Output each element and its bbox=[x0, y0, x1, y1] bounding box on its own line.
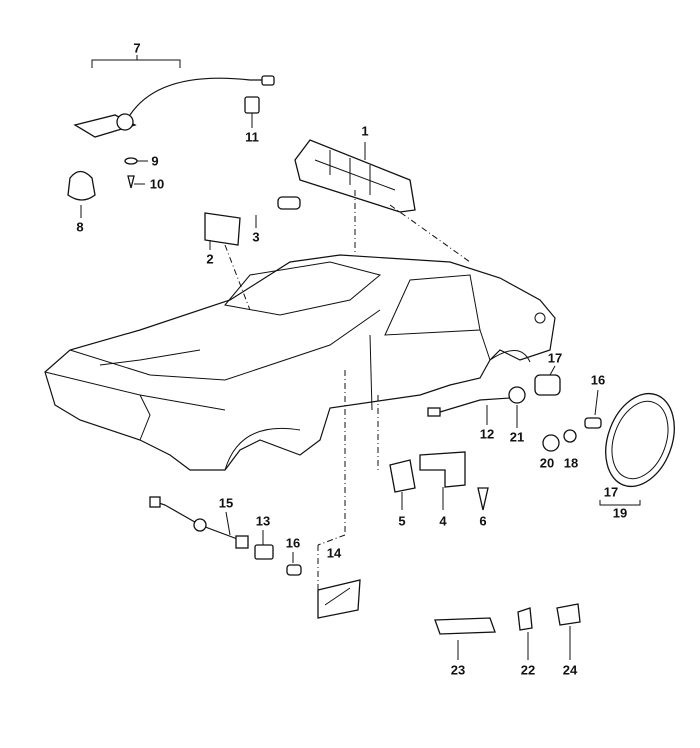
part-21-grommet bbox=[508, 386, 526, 404]
car-body bbox=[44, 254, 556, 471]
label-4: 4 bbox=[439, 513, 447, 529]
label-22: 22 bbox=[520, 662, 536, 678]
part-2-lamp bbox=[204, 212, 241, 246]
part-16-bulb bbox=[584, 417, 602, 429]
part-4-switch bbox=[419, 451, 466, 488]
part-9-washer bbox=[124, 157, 138, 165]
part-23-lens bbox=[434, 617, 496, 635]
part-12-cable bbox=[439, 397, 511, 413]
part-1-interior-lamp bbox=[294, 139, 471, 263]
label-10: 10 bbox=[149, 176, 165, 192]
part-10-screw bbox=[127, 175, 135, 189]
label-17-top: 17 bbox=[547, 350, 563, 366]
label-13: 13 bbox=[255, 513, 271, 529]
label-23: 23 bbox=[450, 662, 466, 678]
label-24: 24 bbox=[562, 662, 578, 678]
part-14-lamp bbox=[317, 579, 361, 619]
part-13-socket bbox=[254, 544, 274, 560]
part-24-clip bbox=[556, 603, 581, 626]
part-7-wiring-harness bbox=[73, 55, 275, 138]
label-8: 8 bbox=[76, 219, 84, 235]
part-16-bulb-lower bbox=[286, 564, 302, 576]
label-2: 2 bbox=[206, 251, 214, 267]
part-20-grommet bbox=[542, 434, 560, 452]
part-11 bbox=[244, 96, 260, 114]
label-16-right: 16 bbox=[590, 372, 606, 388]
label-11: 11 bbox=[245, 129, 259, 145]
part-18-nut bbox=[563, 429, 577, 443]
label-19: 19 bbox=[612, 505, 628, 521]
label-17-bottom: 17 bbox=[603, 484, 619, 500]
part-17-socket bbox=[534, 374, 561, 396]
label-18: 18 bbox=[563, 455, 579, 471]
part-22-clip bbox=[517, 607, 533, 631]
label-16-left: 16 bbox=[285, 535, 301, 551]
label-3: 3 bbox=[252, 229, 260, 245]
part-6-screw bbox=[477, 487, 489, 511]
label-6: 6 bbox=[479, 513, 487, 529]
label-1: 1 bbox=[361, 123, 369, 139]
label-7: 7 bbox=[133, 40, 141, 56]
label-9: 9 bbox=[151, 153, 159, 169]
part-8-bulb bbox=[67, 170, 96, 218]
label-14: 14 bbox=[326, 545, 342, 561]
label-21: 21 bbox=[509, 429, 525, 445]
part-19-side-marker bbox=[599, 392, 675, 506]
label-20: 20 bbox=[539, 455, 555, 471]
label-12: 12 bbox=[479, 426, 495, 442]
label-5: 5 bbox=[398, 513, 406, 529]
label-15: 15 bbox=[218, 495, 234, 511]
part-3-bulb bbox=[277, 196, 301, 210]
part-5-gasket bbox=[389, 459, 416, 493]
